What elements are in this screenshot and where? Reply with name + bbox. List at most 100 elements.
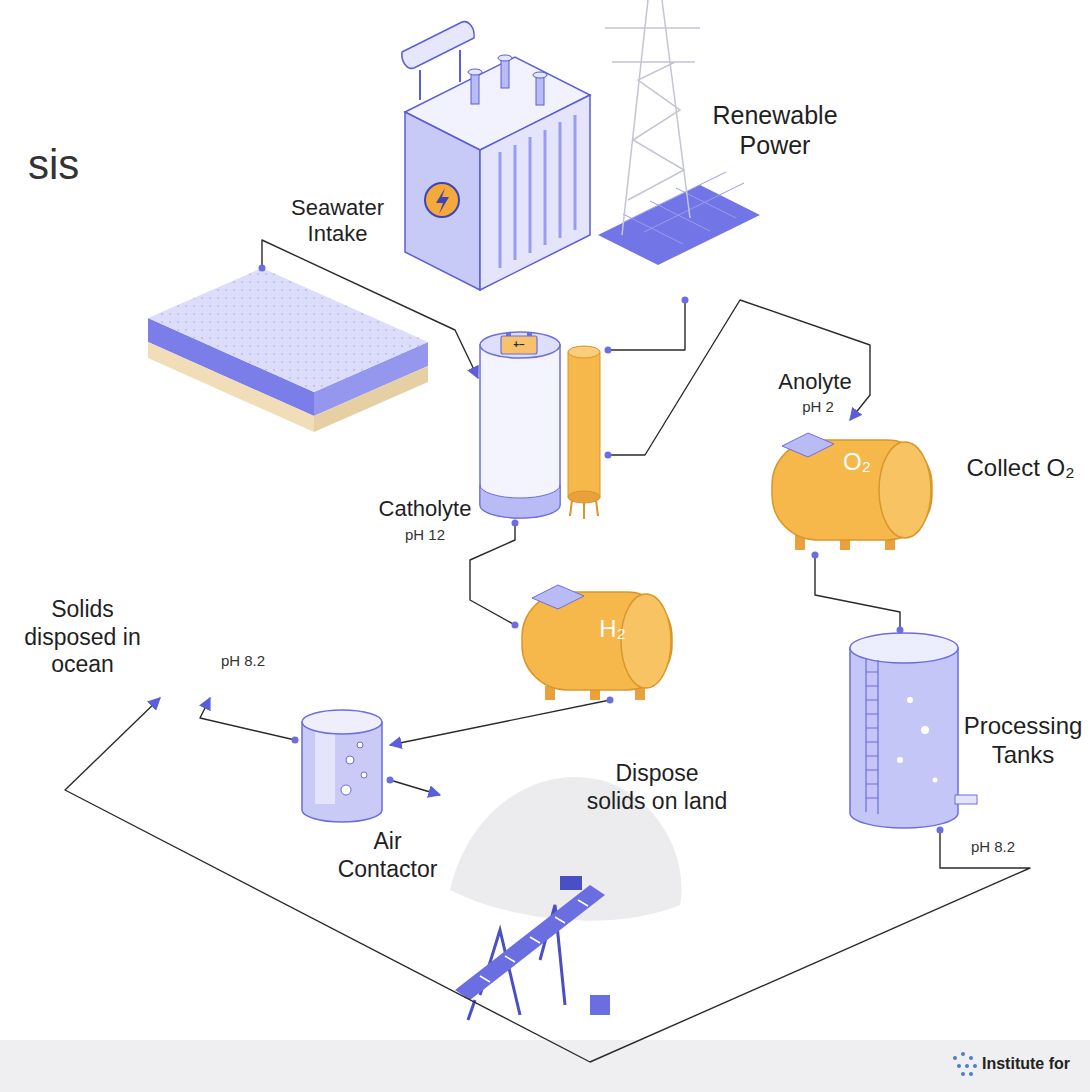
footer-band-part bbox=[969, 1072, 973, 1076]
transformer-part bbox=[425, 183, 459, 217]
text-label: sis bbox=[28, 140, 118, 190]
power-tower-part bbox=[598, 185, 760, 265]
flow-connector bbox=[390, 780, 440, 795]
land-disposal: Dispose solids on land bbox=[440, 750, 720, 1025]
power-tower-part bbox=[605, 0, 700, 235]
ocean-box-part bbox=[148, 268, 428, 392]
node-label: O₂ bbox=[827, 448, 887, 477]
air-contactor-part bbox=[346, 756, 354, 764]
flow-connector bbox=[470, 523, 515, 625]
oxygen-tank-part bbox=[879, 442, 931, 538]
processing-tank-part bbox=[955, 795, 977, 804]
connector-dot bbox=[605, 347, 612, 354]
power-tower-part bbox=[623, 172, 744, 244]
connector-dot bbox=[259, 265, 266, 272]
hydrogen-tank-part bbox=[621, 594, 671, 688]
footer-band bbox=[0, 1040, 1090, 1092]
land-disposal-part bbox=[480, 900, 588, 982]
air-contactor-part bbox=[357, 742, 363, 748]
hydrogen-tank: H₂ bbox=[515, 565, 675, 700]
electrolyzer-part bbox=[568, 346, 600, 358]
footer-band-part bbox=[973, 1064, 977, 1068]
connector-dot bbox=[682, 297, 689, 304]
node-label: Air Contactor bbox=[325, 828, 450, 883]
hydrogen-tank-part bbox=[522, 592, 672, 690]
processing-tank-part bbox=[933, 778, 938, 783]
transformer-part bbox=[498, 55, 512, 61]
air-contactor-part bbox=[361, 772, 367, 778]
node-label: Dispose solids on land bbox=[585, 760, 729, 815]
processing-tank-part bbox=[850, 648, 958, 828]
footer-band-part bbox=[965, 1064, 969, 1068]
footer-band-part bbox=[961, 1052, 965, 1056]
connector-dot bbox=[512, 622, 519, 629]
edge-label: pH 8.2 bbox=[208, 652, 278, 670]
transformer-part bbox=[468, 69, 482, 75]
air-contactor: Air Contactor bbox=[295, 712, 390, 822]
processing-tank-part bbox=[897, 757, 903, 763]
power-source: Renewable Power bbox=[395, 0, 850, 300]
oxygen-tank-part bbox=[782, 433, 834, 457]
ocean-disposal: Solids disposed in ocean bbox=[15, 268, 428, 698]
text-label: Institute for bbox=[982, 1054, 1086, 1073]
electrolyzer-part bbox=[480, 332, 560, 358]
node-label: Renewable Power bbox=[690, 100, 860, 160]
processing-tank bbox=[850, 633, 977, 828]
footer-band-part bbox=[957, 1064, 961, 1068]
oxygen-tank bbox=[772, 433, 932, 550]
processing-tank-part bbox=[907, 697, 913, 703]
connector-dot bbox=[512, 520, 519, 527]
flow-connector bbox=[815, 555, 900, 630]
air-contactor-part bbox=[302, 710, 382, 734]
node-label: +− bbox=[501, 336, 537, 354]
air-contactor-part bbox=[315, 732, 335, 804]
footer-band-part bbox=[0, 1040, 1090, 1092]
flow-connector bbox=[608, 300, 870, 455]
processing-tank-part bbox=[921, 726, 929, 734]
hydrogen-tank bbox=[522, 585, 672, 700]
ocean-box bbox=[148, 268, 428, 432]
text-label: pH 12 bbox=[400, 526, 450, 544]
transformer-part bbox=[480, 95, 590, 290]
ocean-box-part bbox=[148, 268, 428, 392]
transformer-part bbox=[402, 22, 474, 69]
electrolyzer-part bbox=[568, 352, 600, 497]
footer-band-part bbox=[961, 1072, 965, 1076]
text-label: pH 2 bbox=[793, 398, 843, 416]
connector-dot bbox=[605, 452, 612, 459]
electrolyzer-part bbox=[568, 491, 600, 503]
flow-connector bbox=[390, 700, 610, 745]
connector-dot bbox=[812, 552, 819, 559]
connector-dot bbox=[292, 737, 299, 744]
air-contactor-part bbox=[341, 785, 351, 795]
transformer-part bbox=[536, 75, 544, 105]
land-disposal-part bbox=[560, 876, 582, 890]
connector-dot bbox=[387, 777, 394, 784]
node-label: Processing Tanks bbox=[961, 712, 1085, 770]
node-label: Collect O₂ bbox=[953, 454, 1088, 483]
electrolyzer-part bbox=[480, 485, 560, 518]
edge-label: Anolyte bbox=[770, 369, 860, 395]
transformer-part bbox=[405, 112, 480, 290]
connector-dot bbox=[607, 697, 614, 704]
node-label: Solids disposed in ocean bbox=[15, 596, 150, 679]
electrolyzer-part bbox=[501, 336, 537, 354]
transformer bbox=[402, 22, 590, 290]
transformer-part bbox=[533, 72, 547, 78]
edge-label: pH 8.2 bbox=[958, 838, 1028, 856]
air-contactor-part bbox=[302, 722, 382, 822]
edge-label: Seawater Intake bbox=[285, 195, 390, 248]
land-disposal-part bbox=[455, 885, 605, 1000]
air-contactor bbox=[302, 710, 382, 822]
footer-band-part bbox=[969, 1056, 973, 1060]
electrolyzer-part bbox=[480, 345, 560, 518]
electrolyzer bbox=[480, 332, 600, 519]
flow-connector bbox=[262, 240, 478, 378]
transformer-part bbox=[501, 58, 509, 88]
transformer-part bbox=[436, 188, 449, 214]
node-label: H₂ bbox=[585, 615, 640, 644]
oxygen-tank-part bbox=[772, 440, 932, 540]
